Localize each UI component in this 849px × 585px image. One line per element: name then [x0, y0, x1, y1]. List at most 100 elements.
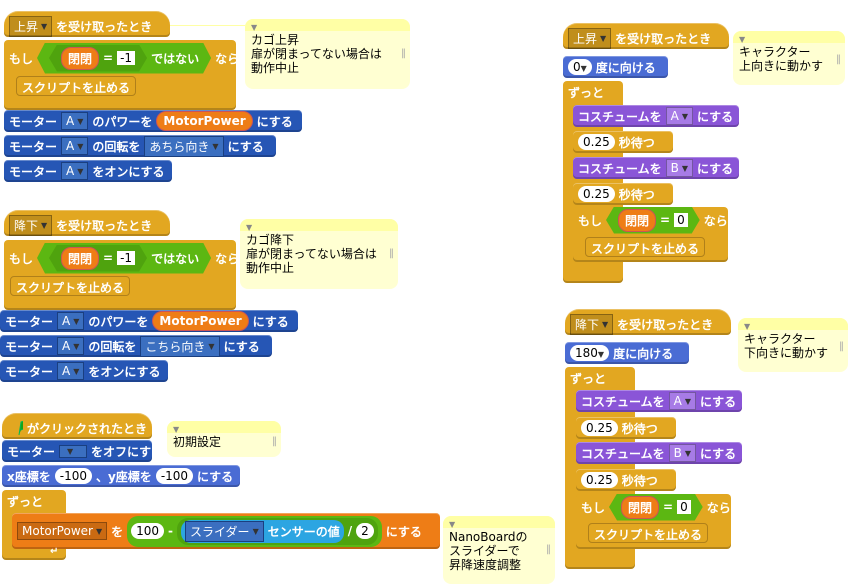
comment[interactable]: ▼キャラクター 下向きに動かす‖	[738, 318, 848, 372]
when-receive-hat[interactable]: 上昇▼を受け取ったとき	[4, 11, 170, 37]
number-input[interactable]: 2	[356, 523, 374, 539]
motor-dropdown[interactable]: A▼	[61, 112, 89, 130]
variable-reporter[interactable]: 閉閉	[61, 47, 99, 70]
motor-dropdown[interactable]: A▼	[57, 312, 85, 330]
motor-off-block[interactable]: モーター▼をオフにする	[2, 440, 163, 462]
variable-reporter[interactable]: 閉閉	[621, 496, 659, 519]
message-dropdown[interactable]: 上昇▼	[9, 15, 53, 37]
direction-dropdown[interactable]: あちら向き▼	[144, 135, 224, 157]
comment[interactable]: ▼カゴ降下 扉が閉まってない場合は 動作中止‖	[240, 219, 398, 289]
comment[interactable]: ▼初期設定‖	[167, 421, 281, 457]
resize-handle-icon[interactable]: ‖	[836, 53, 841, 65]
message-dropdown[interactable]: 降下▼	[570, 313, 614, 335]
costume-dropdown[interactable]: A▼	[665, 107, 694, 125]
stop-script-block[interactable]: スクリプトを止める	[16, 76, 137, 96]
value-input[interactable]: -1	[117, 51, 135, 65]
wait-input[interactable]: 0.25	[578, 134, 615, 150]
motor-dropdown[interactable]: A▼	[61, 162, 89, 180]
equals-operator[interactable]: 閉閉=-1	[49, 245, 147, 272]
comment[interactable]: ▼カゴ上昇 扉が閉まってない場合は 動作中止‖	[245, 19, 410, 89]
costume-dropdown[interactable]: A▼	[668, 392, 697, 410]
wait-input[interactable]: 0.25	[581, 420, 618, 436]
motor-dropdown[interactable]: A▼	[61, 137, 89, 155]
message-dropdown[interactable]: 上昇▼	[568, 27, 612, 49]
resize-handle-icon[interactable]: ‖	[839, 340, 844, 352]
sensor-dropdown[interactable]: スライダー▼	[185, 520, 264, 542]
label: のパワーを	[92, 114, 153, 129]
collapse-triangle-icon[interactable]: ▼	[739, 35, 746, 44]
value-input[interactable]: 0	[674, 213, 688, 227]
direction-input[interactable]: 0▼	[568, 59, 592, 75]
costume-dropdown[interactable]: B▼	[665, 159, 694, 177]
when-receive-hat[interactable]: 降下▼を受け取ったとき	[565, 309, 731, 335]
collapse-triangle-icon[interactable]: ▼	[173, 425, 180, 434]
comment[interactable]: ▼キャラクター 上向きに動かす‖	[733, 31, 845, 85]
direction-input[interactable]: 180▼	[570, 345, 610, 361]
stop-script-block[interactable]: スクリプトを止める	[10, 276, 131, 296]
wait-input[interactable]: 0.25	[578, 186, 615, 202]
y-input[interactable]: -100	[155, 468, 194, 484]
when-receive-hat[interactable]: 降下▼を受け取ったとき	[4, 210, 170, 236]
variable-dropdown[interactable]: MotorPower▼	[17, 522, 108, 540]
equals-operator[interactable]: 閉閉=0	[609, 494, 703, 521]
resize-handle-icon[interactable]: ‖	[546, 544, 551, 556]
stop-script-block[interactable]: スクリプトを止める	[585, 237, 706, 257]
power-variable[interactable]: MotorPower	[152, 311, 249, 331]
subtract-operator[interactable]: 100-スライダー▼センサーの値/2	[127, 515, 382, 547]
value-input[interactable]: 0	[677, 500, 691, 514]
resize-handle-icon[interactable]: ‖	[389, 248, 394, 259]
point-direction-block[interactable]: 0▼度に向ける	[563, 56, 668, 78]
label: モーター	[5, 314, 54, 329]
equals-operator[interactable]: 閉閉=-1	[49, 45, 147, 72]
collapse-triangle-icon[interactable]: ▼	[251, 23, 258, 32]
variable-reporter[interactable]: 閉閉	[61, 247, 99, 270]
sensor-value-reporter[interactable]: スライダー▼センサーの値	[181, 519, 344, 543]
message-dropdown[interactable]: 降下▼	[9, 214, 53, 236]
direction-dropdown[interactable]: こちら向き▼	[140, 335, 220, 357]
equals-operator[interactable]: 閉閉=0	[606, 207, 700, 234]
motor-dropdown[interactable]: A▼	[57, 337, 85, 355]
motor-dropdown[interactable]: ▼	[59, 444, 88, 458]
stop-script-block[interactable]: スクリプトを止める	[588, 523, 709, 543]
x-input[interactable]: -100	[54, 468, 92, 484]
number-input[interactable]: 100	[131, 523, 165, 539]
variable-reporter[interactable]: 閉閉	[618, 209, 656, 232]
resize-handle-icon[interactable]: ‖	[272, 436, 277, 448]
power-variable[interactable]: MotorPower	[156, 111, 253, 131]
motor-dropdown[interactable]: A▼	[57, 362, 85, 380]
when-flag-clicked-hat[interactable]: がクリックされたとき	[2, 413, 152, 439]
costume-dropdown[interactable]: B▼	[668, 444, 697, 462]
wait-input[interactable]: 0.25	[581, 472, 618, 488]
collapse-triangle-icon[interactable]: ▼	[449, 520, 456, 529]
resize-handle-icon[interactable]: ‖	[401, 48, 406, 59]
value-input[interactable]: -1	[117, 251, 135, 265]
point-direction-block[interactable]: 180▼度に向ける	[565, 342, 689, 364]
divide-operator[interactable]: スライダー▼センサーの値/2	[177, 517, 378, 545]
comment[interactable]: ▼NanoBoardの スライダーで 昇降速度調整‖	[443, 516, 555, 584]
collapse-triangle-icon[interactable]: ▼	[744, 322, 751, 331]
collapse-triangle-icon[interactable]: ▼	[246, 223, 253, 232]
when-receive-hat[interactable]: 上昇▼を受け取ったとき	[563, 23, 729, 49]
label: を受け取ったとき	[56, 19, 153, 34]
